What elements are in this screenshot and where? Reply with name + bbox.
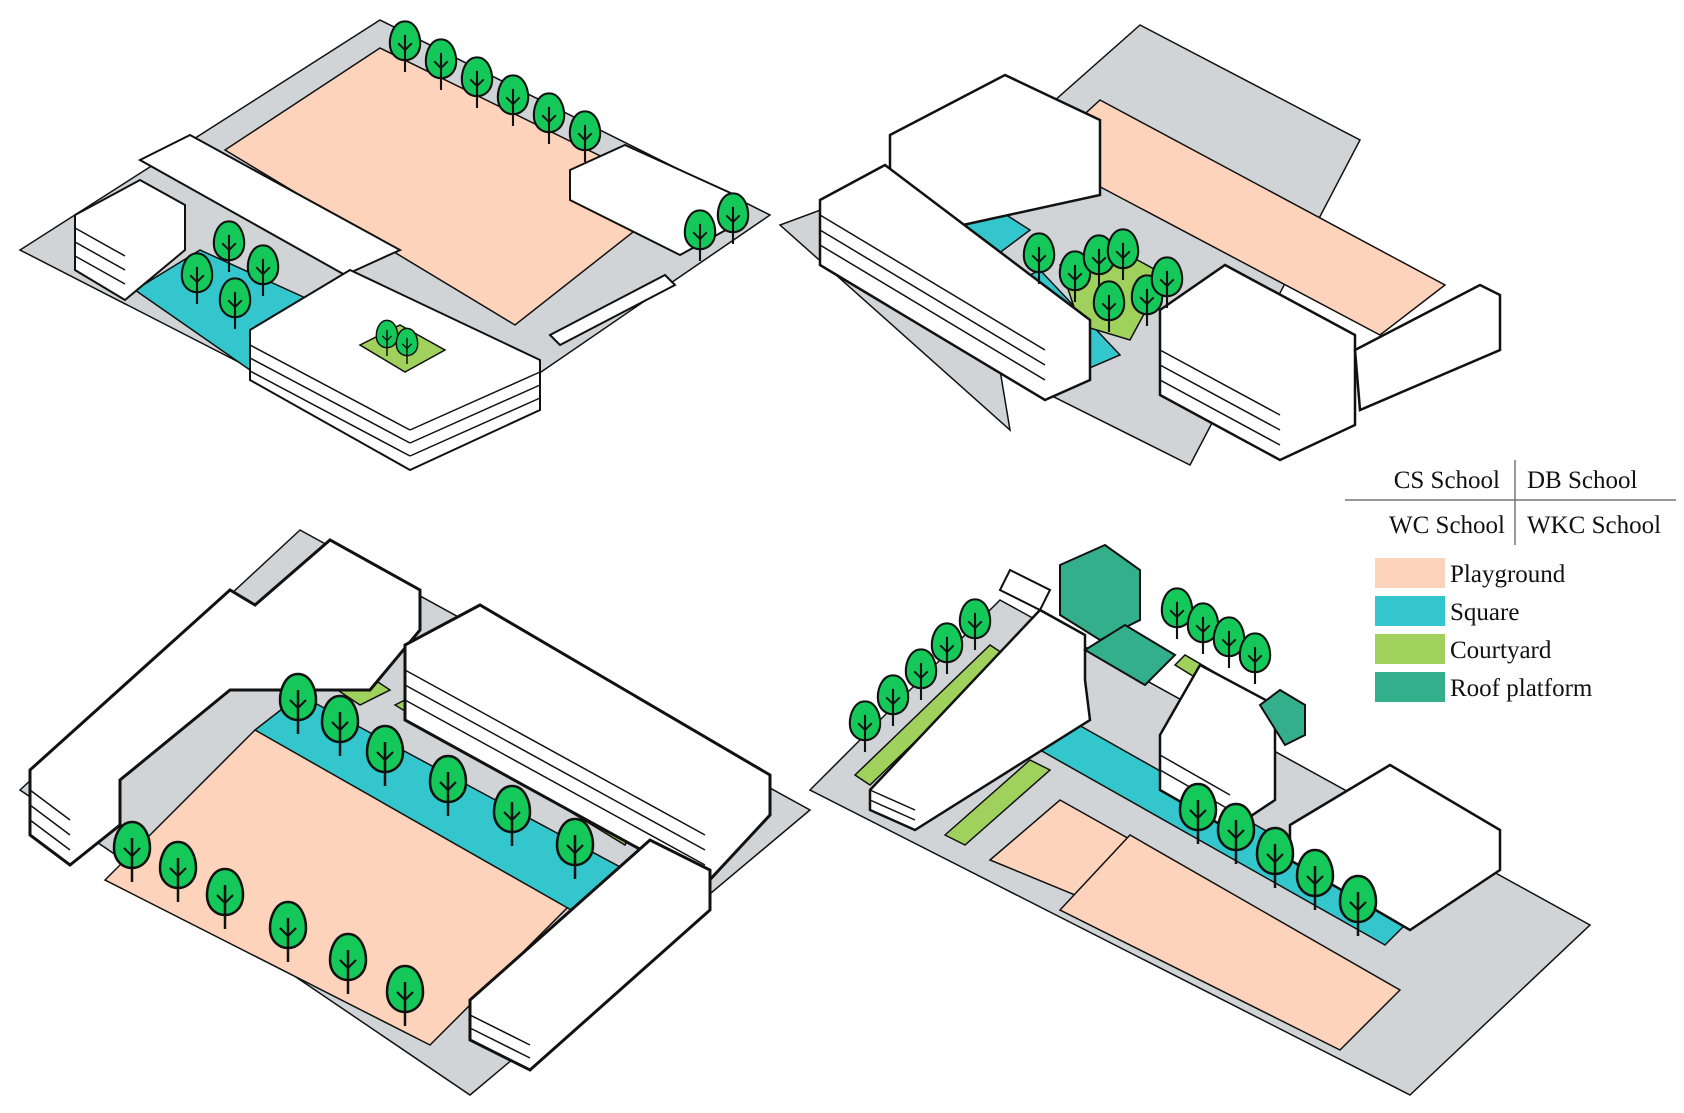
legend-swatch-courtyard	[1375, 634, 1445, 664]
roof-platform	[1083, 623, 1177, 687]
building	[818, 73, 1502, 462]
building	[28, 538, 772, 1072]
roof-platform	[1258, 688, 1306, 747]
db-school-diagram	[778, 24, 1502, 467]
building	[868, 543, 1502, 932]
legend-swatch-square	[1375, 596, 1445, 626]
cs-school-diagram	[18, 19, 772, 472]
legend-swatch-playground	[1375, 558, 1445, 588]
key-wkc-school: WKC School	[1527, 512, 1661, 539]
playground-area	[1058, 834, 1402, 1051]
key-cs-school: CS School	[1394, 467, 1500, 494]
key-wc-school: WC School	[1389, 512, 1505, 539]
school-key-grid: CS School DB School WC School WKC School	[1345, 460, 1676, 545]
legend-label-courtyard: Courtyard	[1450, 637, 1552, 664]
wc-school-diagram	[18, 529, 812, 1096]
key-db-school: DB School	[1527, 467, 1637, 494]
legend-label-roof-platform: Roof platform	[1450, 675, 1593, 702]
legend-label-square: Square	[1450, 599, 1519, 626]
wkc-school-diagram	[808, 543, 1592, 1096]
legend-swatch-roof-platform	[1375, 672, 1445, 702]
legend-label-playground: Playground	[1450, 561, 1566, 588]
courtyard-area	[943, 759, 1052, 846]
